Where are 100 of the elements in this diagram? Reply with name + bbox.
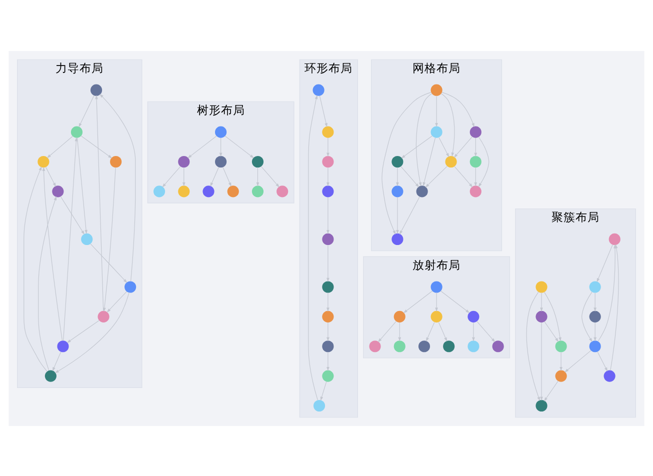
cluster: 聚簇布局 [515,208,636,418]
node-circle [322,155,334,168]
node-circle [215,155,227,168]
cluster: 环形布局 [299,58,358,418]
arrow [426,322,435,342]
arrow [544,321,559,342]
node-circle [555,370,567,382]
node-circle [492,340,504,352]
arrow [24,166,48,372]
node-circle [394,310,406,322]
node-circle [470,185,482,197]
node-circle [110,155,122,168]
arrow [398,322,402,341]
arrow [425,165,448,188]
arrow [596,244,613,282]
arrow [103,166,116,312]
cluster: 力导布局 [17,58,142,388]
node-circle [418,340,430,352]
arrow [319,95,328,127]
node-circle [394,340,406,352]
arrow [403,290,433,313]
node-circle [430,310,442,322]
arrow [52,351,62,371]
node-circle [153,185,166,197]
node-circle [90,84,102,96]
node-circle [536,399,548,412]
node-circle [98,310,110,322]
arrow [478,136,490,187]
arrow [474,137,478,156]
arrow [440,290,470,313]
node-circle [276,185,288,197]
node-circle [369,340,381,352]
arrow [564,350,592,372]
arrow [210,166,219,186]
node-circle [430,126,442,138]
node-circle [252,155,264,168]
node-circle [38,155,50,168]
arrow [76,137,88,234]
node-circle [227,185,239,197]
arrow [326,351,330,371]
arrow [399,196,420,234]
arrow [261,166,280,187]
node-circle [178,185,190,197]
arrow [90,243,128,282]
node-circle [57,340,69,352]
node-circle [470,126,482,138]
arrow [597,350,608,372]
node-circle [322,340,334,352]
arrow [54,292,130,373]
arrow [100,93,136,281]
node-circle [322,370,334,382]
arrow [422,136,436,186]
arrow [454,136,472,158]
node-circle [589,310,601,322]
node-circle [252,185,264,197]
node-circle [555,340,567,352]
node-circle [443,340,455,352]
arrow [80,135,112,158]
node-circle [178,155,190,168]
arrow [162,166,181,187]
node-circle [468,340,480,352]
arrow [63,136,78,340]
arrow [476,320,496,342]
node-circle [589,340,601,352]
arrow [400,166,420,187]
node-circle [392,155,404,168]
arrow [46,166,56,186]
arrow [106,290,127,312]
node-circle [215,126,227,138]
arrow [544,380,558,401]
node-circle [44,370,56,382]
arrow [582,291,592,342]
arrow [401,135,432,158]
arrow [38,196,56,370]
arrow [308,94,318,400]
arrow [66,320,100,342]
arrow [442,92,474,127]
node-circle [430,280,442,292]
arrow [416,92,432,186]
node-circle [322,185,334,197]
node-circle [322,310,334,322]
node-circle [604,370,616,382]
arrow [95,94,104,311]
arrow [378,320,396,342]
node-circle [536,280,548,292]
node-circle [313,399,326,412]
arrow [382,92,432,234]
node-circle [322,280,334,292]
node-circle [70,126,83,138]
arrow [438,322,448,342]
arrow [188,135,217,158]
arrow [544,291,562,341]
node-circle [589,280,601,292]
node-circle [470,155,482,168]
node-circle [392,185,404,197]
arrow [256,166,260,186]
arrow [440,92,455,156]
node-circle [392,232,404,245]
node-circle [416,185,428,197]
node-circle [52,185,64,197]
